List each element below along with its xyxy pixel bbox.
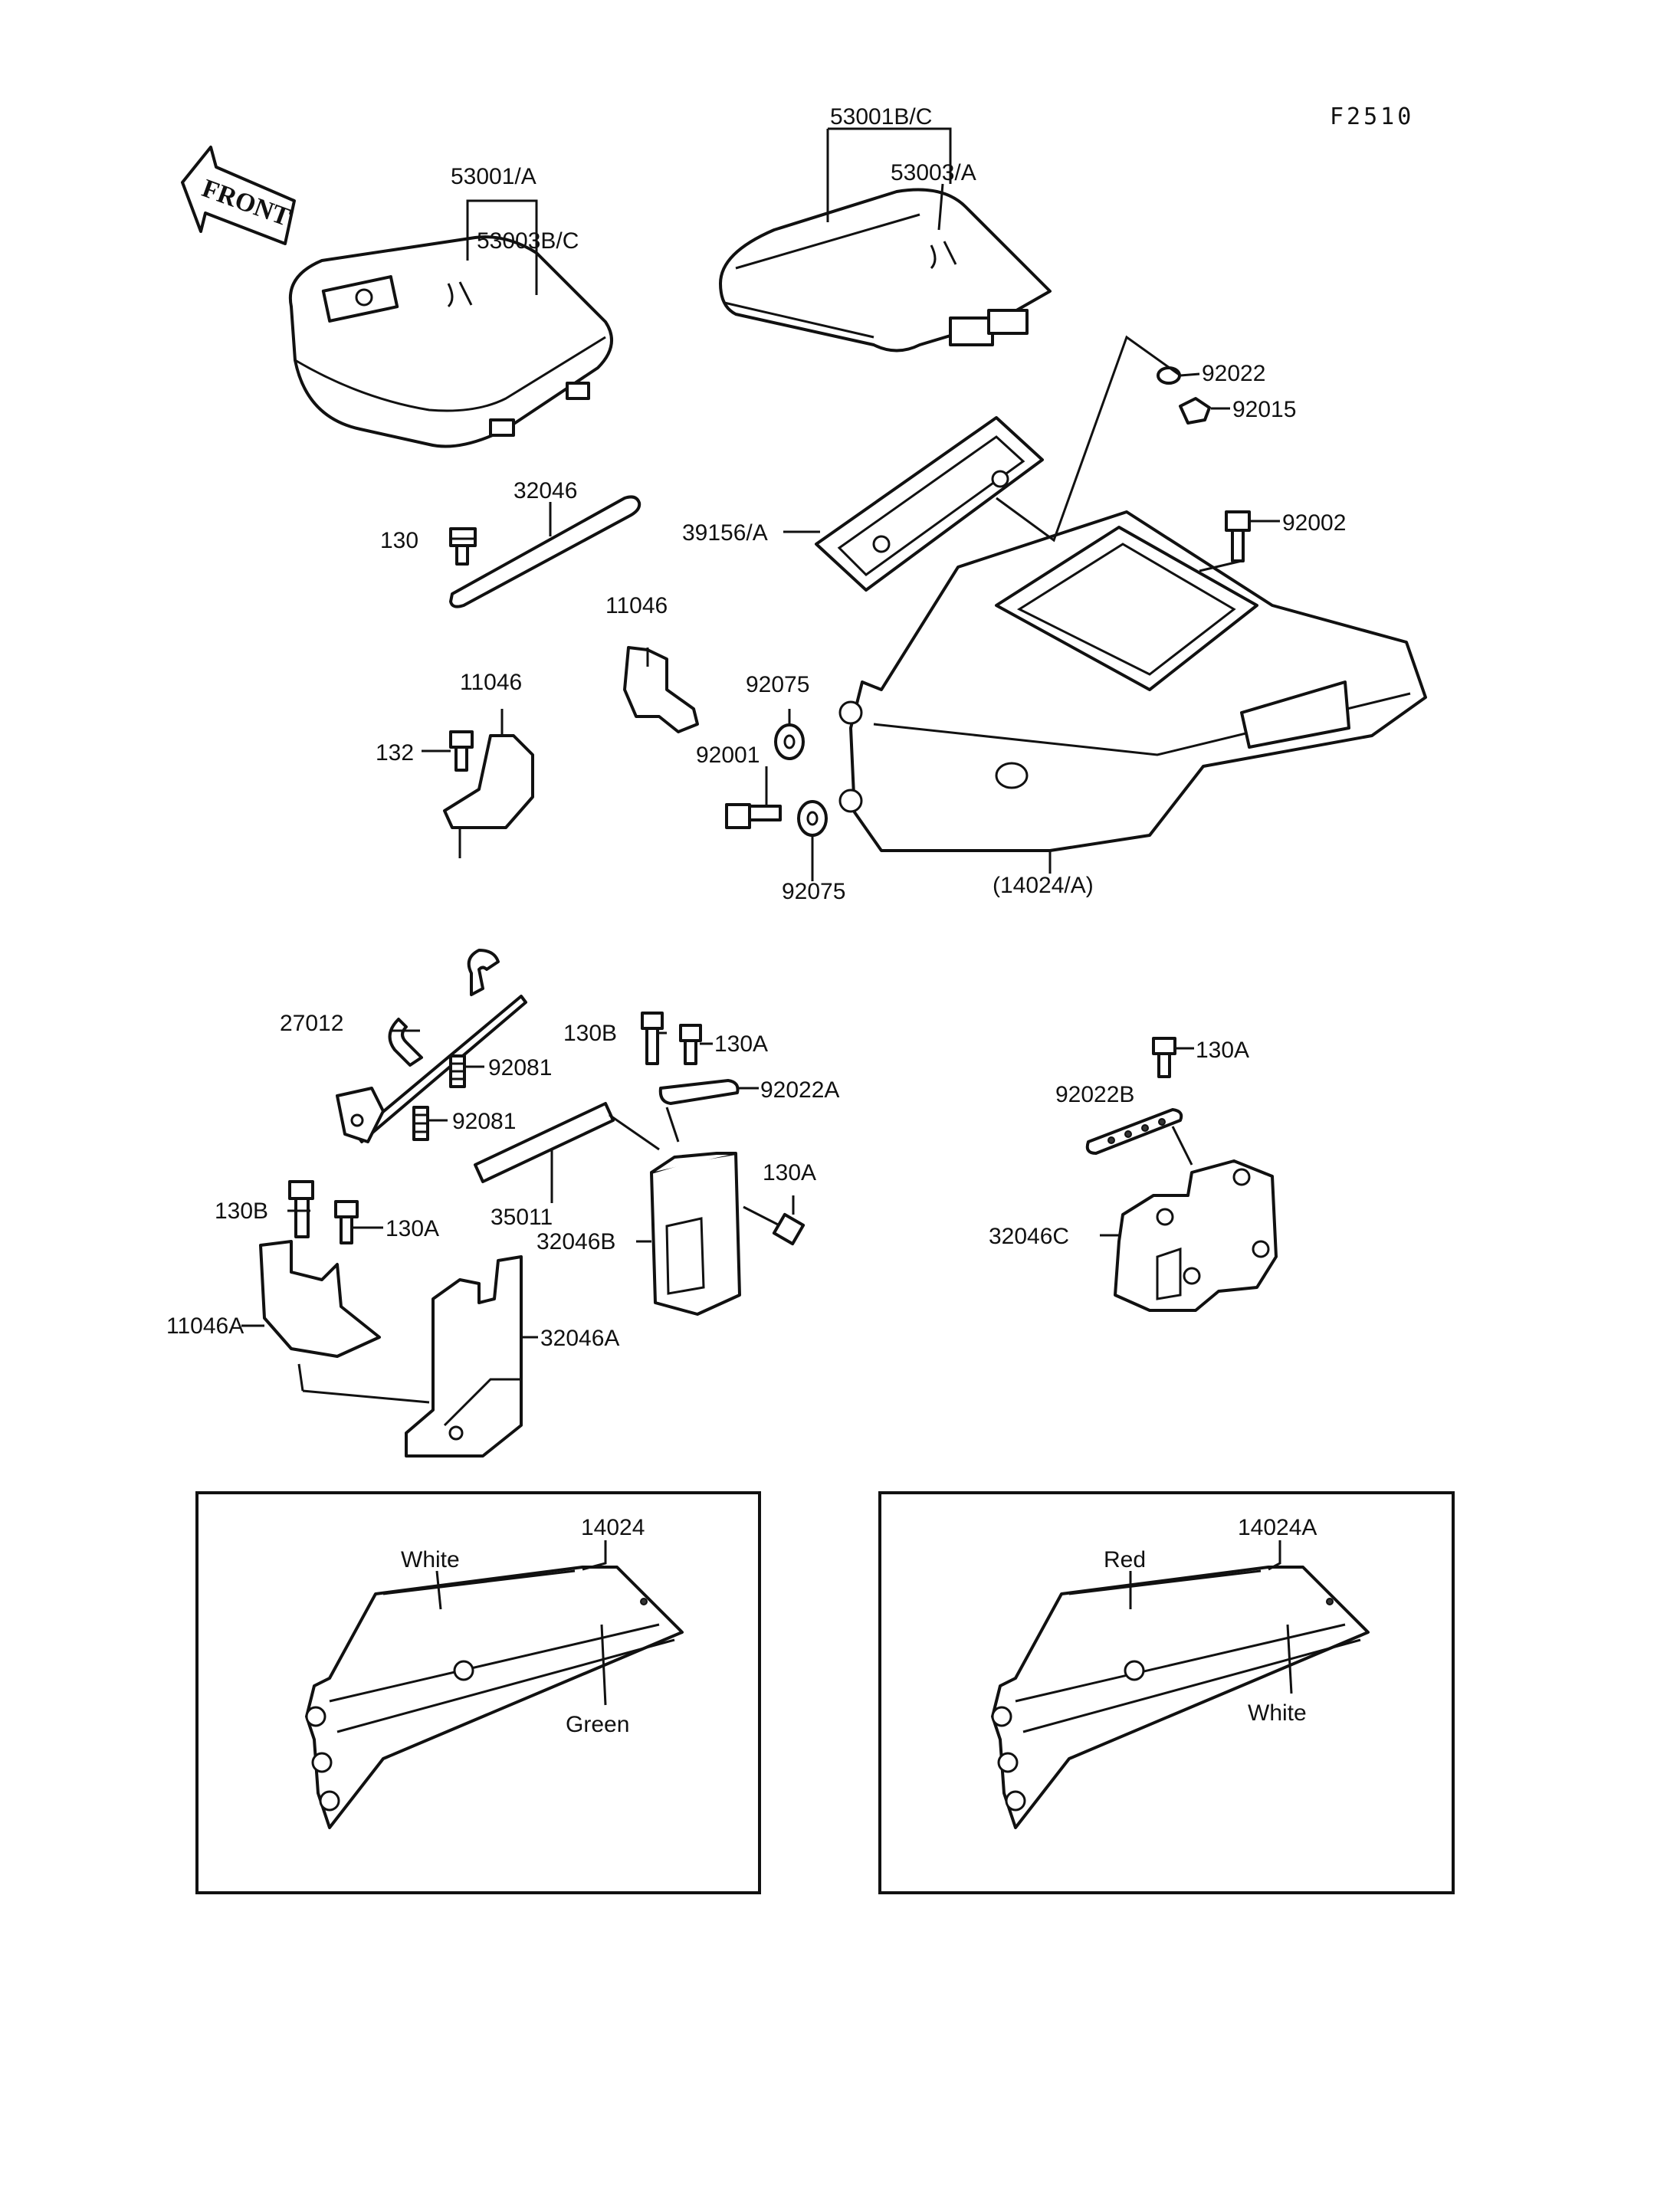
front-seat bbox=[288, 235, 613, 448]
bracket-11046A bbox=[259, 1240, 430, 1404]
bolt-130A-right-mid bbox=[743, 1205, 806, 1246]
rear-seat bbox=[719, 188, 1052, 353]
label-130B-mid: 130B bbox=[563, 1021, 617, 1046]
label-92022: 92022 bbox=[1202, 361, 1265, 386]
label-130B-left: 130B bbox=[215, 1199, 268, 1224]
label-11046-upper: 11046 bbox=[605, 593, 668, 618]
bolt-130A-mid bbox=[679, 1024, 702, 1065]
bolt-130B-mid bbox=[641, 1012, 664, 1065]
bracket-32046C bbox=[1114, 1159, 1278, 1312]
label-92001: 92001 bbox=[696, 743, 760, 768]
fastener-92015 bbox=[1179, 397, 1211, 425]
bracket-32046B bbox=[650, 1152, 741, 1316]
label-130A-right-mid: 130A bbox=[763, 1160, 816, 1185]
label-27012: 27012 bbox=[280, 1011, 343, 1036]
label-11046-lower: 11046 bbox=[460, 670, 522, 695]
fastener-92022 bbox=[1157, 366, 1181, 385]
label-32046A: 32046A bbox=[540, 1326, 619, 1351]
grommet-92075-bottom bbox=[797, 800, 828, 837]
bolt-132 bbox=[449, 730, 474, 772]
bolt-92002 bbox=[1225, 510, 1251, 562]
seat-base bbox=[815, 416, 1044, 592]
label-92081-bottom: 92081 bbox=[452, 1109, 516, 1134]
label-53001-A: 53001/A bbox=[451, 164, 536, 189]
label-130: 130 bbox=[380, 528, 418, 553]
label-14024-A-paren: (14024/A) bbox=[993, 873, 1094, 898]
inset-right-stripe-color: White bbox=[1248, 1700, 1307, 1726]
label-92022A: 92022A bbox=[760, 1077, 839, 1103]
label-130A-mid: 130A bbox=[714, 1031, 768, 1057]
label-39156-A: 39156/A bbox=[682, 520, 768, 546]
bracket-11046-upper bbox=[623, 646, 699, 733]
bracket-32046A bbox=[405, 1255, 523, 1458]
inset-left-stripe-color: Green bbox=[566, 1712, 629, 1737]
plate-92022A bbox=[658, 1079, 740, 1143]
label-53003B-C: 53003B/C bbox=[477, 228, 579, 254]
tail-cowl bbox=[838, 510, 1427, 852]
label-11046A: 11046A bbox=[166, 1313, 244, 1339]
label-130A-left: 130A bbox=[386, 1216, 439, 1241]
front-arrow-icon: FRONT bbox=[181, 146, 296, 245]
label-132: 132 bbox=[376, 740, 414, 766]
label-32046C: 32046C bbox=[989, 1224, 1069, 1249]
label-32046: 32046 bbox=[514, 478, 577, 503]
figure-code: F2510 bbox=[1330, 103, 1414, 130]
label-92075-top: 92075 bbox=[746, 672, 809, 697]
bolt-130A-left bbox=[334, 1200, 359, 1244]
label-92022B: 92022B bbox=[1055, 1082, 1134, 1107]
label-35011: 35011 bbox=[491, 1205, 553, 1230]
bolt-130A-far bbox=[1152, 1037, 1176, 1078]
spring-92081-top bbox=[449, 1054, 466, 1088]
grommet-92075-top bbox=[774, 723, 805, 760]
inset-left: 14024 White Green bbox=[195, 1491, 761, 1894]
label-92075-bottom: 92075 bbox=[782, 879, 845, 904]
label-92015: 92015 bbox=[1232, 397, 1296, 422]
label-130A-far: 130A bbox=[1196, 1038, 1249, 1063]
spring-92081-bottom bbox=[412, 1106, 429, 1141]
inset-left-upper-color: White bbox=[401, 1547, 460, 1572]
bolt-130B-left bbox=[288, 1180, 314, 1238]
plate-92022B bbox=[1085, 1108, 1193, 1166]
label-32046B: 32046B bbox=[536, 1229, 615, 1254]
bolt-130 bbox=[449, 527, 477, 566]
inset-left-part: 14024 bbox=[581, 1515, 645, 1540]
label-53003-A: 53003/A bbox=[891, 160, 976, 185]
inset-right-part: 14024A bbox=[1238, 1515, 1317, 1540]
label-92081-top: 92081 bbox=[488, 1055, 552, 1080]
label-53001B-C: 53001B/C bbox=[830, 104, 932, 130]
bracket-35011 bbox=[474, 1102, 660, 1183]
label-92002: 92002 bbox=[1282, 510, 1346, 536]
inset-right: 14024A Red White bbox=[878, 1491, 1455, 1894]
bolt-92001 bbox=[725, 803, 782, 829]
bracket-11046-lower bbox=[443, 734, 534, 858]
inset-right-upper-color: Red bbox=[1104, 1547, 1146, 1572]
strap-32046 bbox=[449, 495, 641, 608]
